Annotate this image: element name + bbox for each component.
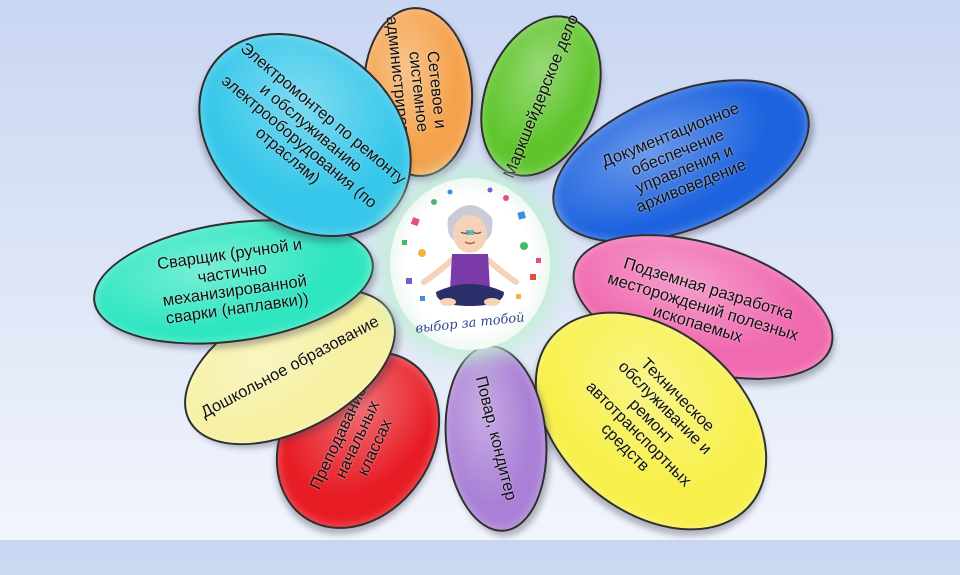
confetti-icons xyxy=(402,187,541,301)
petal-auto-service-label: Техническое обслуживание и ремонт автотр… xyxy=(581,354,718,491)
petal-documentation-label: Документационное обеспечение управления … xyxy=(599,99,749,217)
petal-cook-label: Повар, кондитер xyxy=(472,374,521,503)
shirt xyxy=(450,254,490,290)
petal-welder-label: Сварщик (ручной и частично механизирован… xyxy=(156,235,310,329)
center-emblem: выбор за тобой xyxy=(390,178,550,350)
meditating-child-illustration xyxy=(402,187,541,306)
